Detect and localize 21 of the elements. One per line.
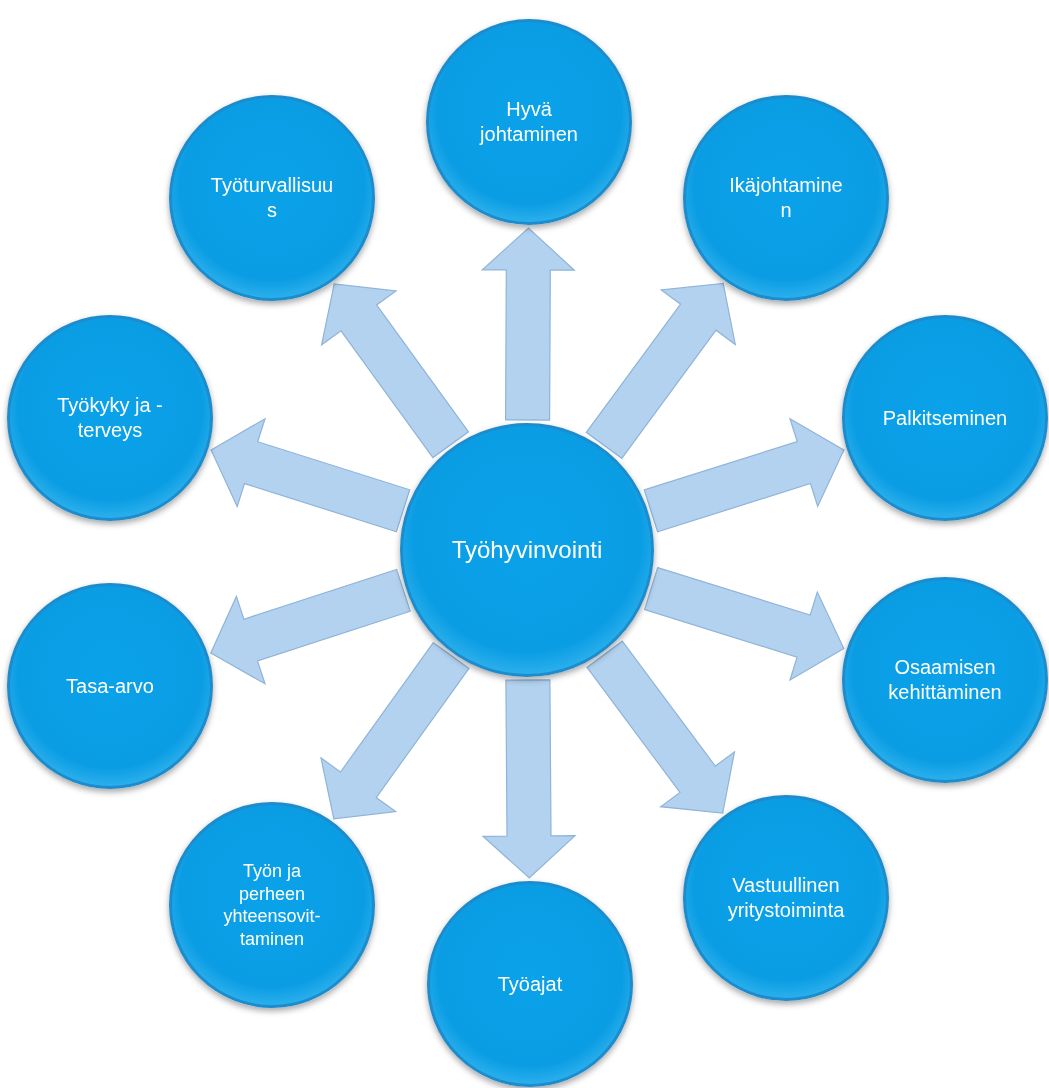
block-arrow (210, 417, 411, 533)
topic-label: Työn ja perheen yhteensovit-taminen (222, 860, 322, 950)
block-arrow (643, 417, 845, 533)
topic-label: Työhyvinvointi (450, 535, 604, 565)
topic-label: Työajat (496, 971, 564, 997)
block-arrow (586, 640, 736, 814)
topic-label: Vastuullinen yritystoiminta (726, 873, 846, 923)
topic-label: Työkyky ja -terveys (56, 393, 164, 443)
block-arrow (585, 282, 737, 460)
topic-label: Palkitseminen (881, 405, 1009, 431)
topic-label: Hyvä johtaminen (478, 97, 579, 147)
topic-label: Työturvallisuus (209, 173, 335, 223)
topic-label: Osaamisen kehittäminen (887, 655, 1003, 705)
block-arrow (480, 227, 576, 421)
block-arrow (481, 679, 577, 879)
block-arrow (320, 641, 470, 820)
topic-label: Tasa-arvo (65, 673, 155, 699)
block-arrow (643, 566, 845, 682)
block-arrow (320, 283, 470, 459)
topic-label: Ikäjohtaminen (728, 173, 844, 223)
block-arrow (210, 568, 411, 686)
